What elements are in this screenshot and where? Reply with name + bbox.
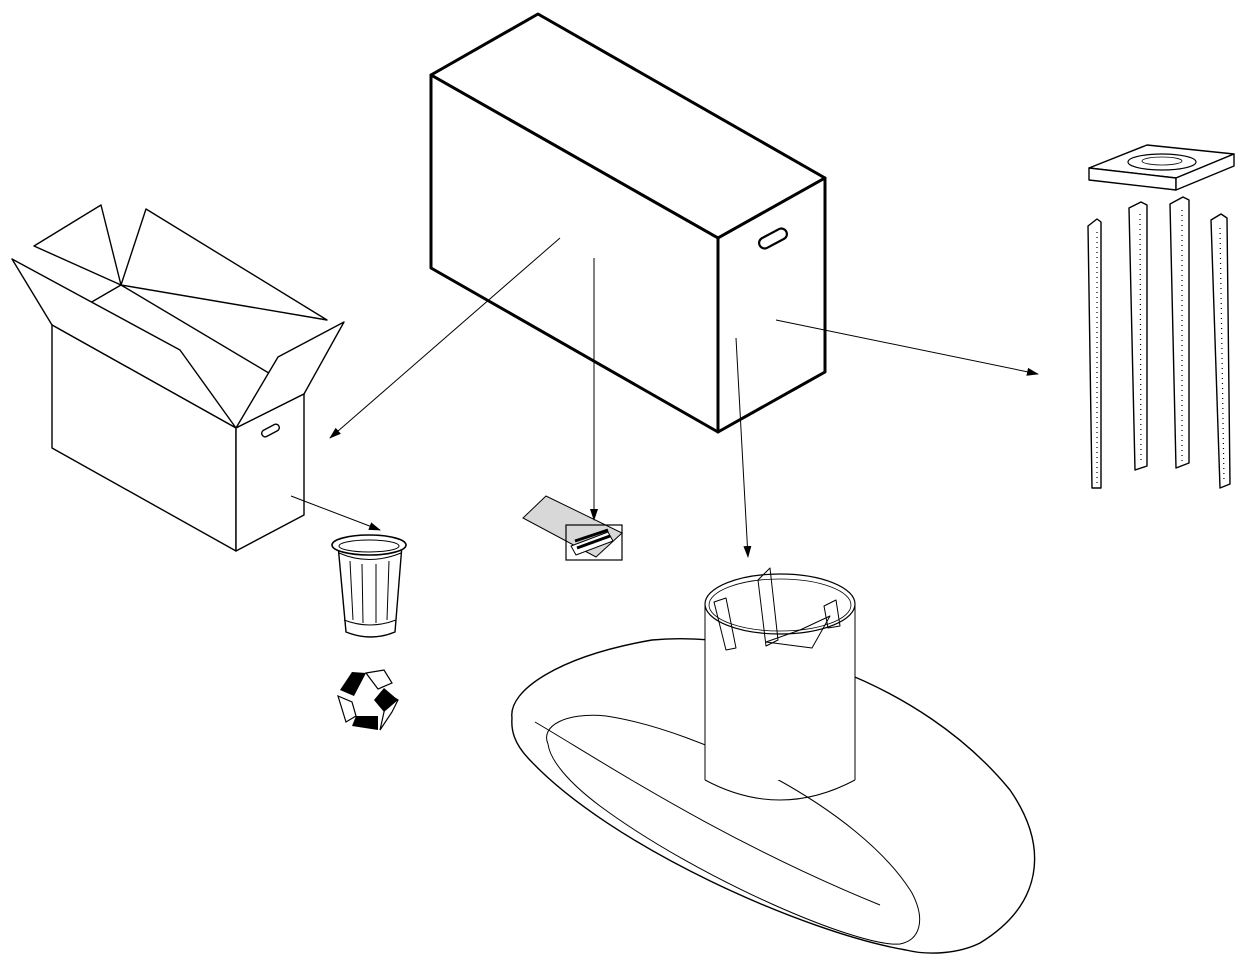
- post-4: [1210, 213, 1231, 489]
- handle-hole-icon: [261, 423, 280, 438]
- arrow-to-base: [735, 337, 752, 558]
- shipping-carton: [429, 12, 827, 434]
- arrow-to-empty-carton: [329, 237, 561, 439]
- post-1: [1087, 218, 1102, 489]
- post-2: [1128, 201, 1148, 471]
- top-frame: [1088, 144, 1235, 191]
- arrow-to-trash-bin: [290, 495, 381, 531]
- recycle-icon: [337, 669, 399, 731]
- flow-arrows: [290, 237, 1039, 558]
- trash-can-icon: [331, 534, 407, 638]
- document-envelope: [522, 495, 623, 561]
- empty-carton: [11, 204, 345, 552]
- arrow-to-column-kit: [775, 319, 1039, 376]
- base-assembly: [511, 567, 1036, 954]
- post-3: [1169, 196, 1190, 469]
- column-kit: [1087, 144, 1235, 489]
- handle-hole-icon: [758, 227, 788, 250]
